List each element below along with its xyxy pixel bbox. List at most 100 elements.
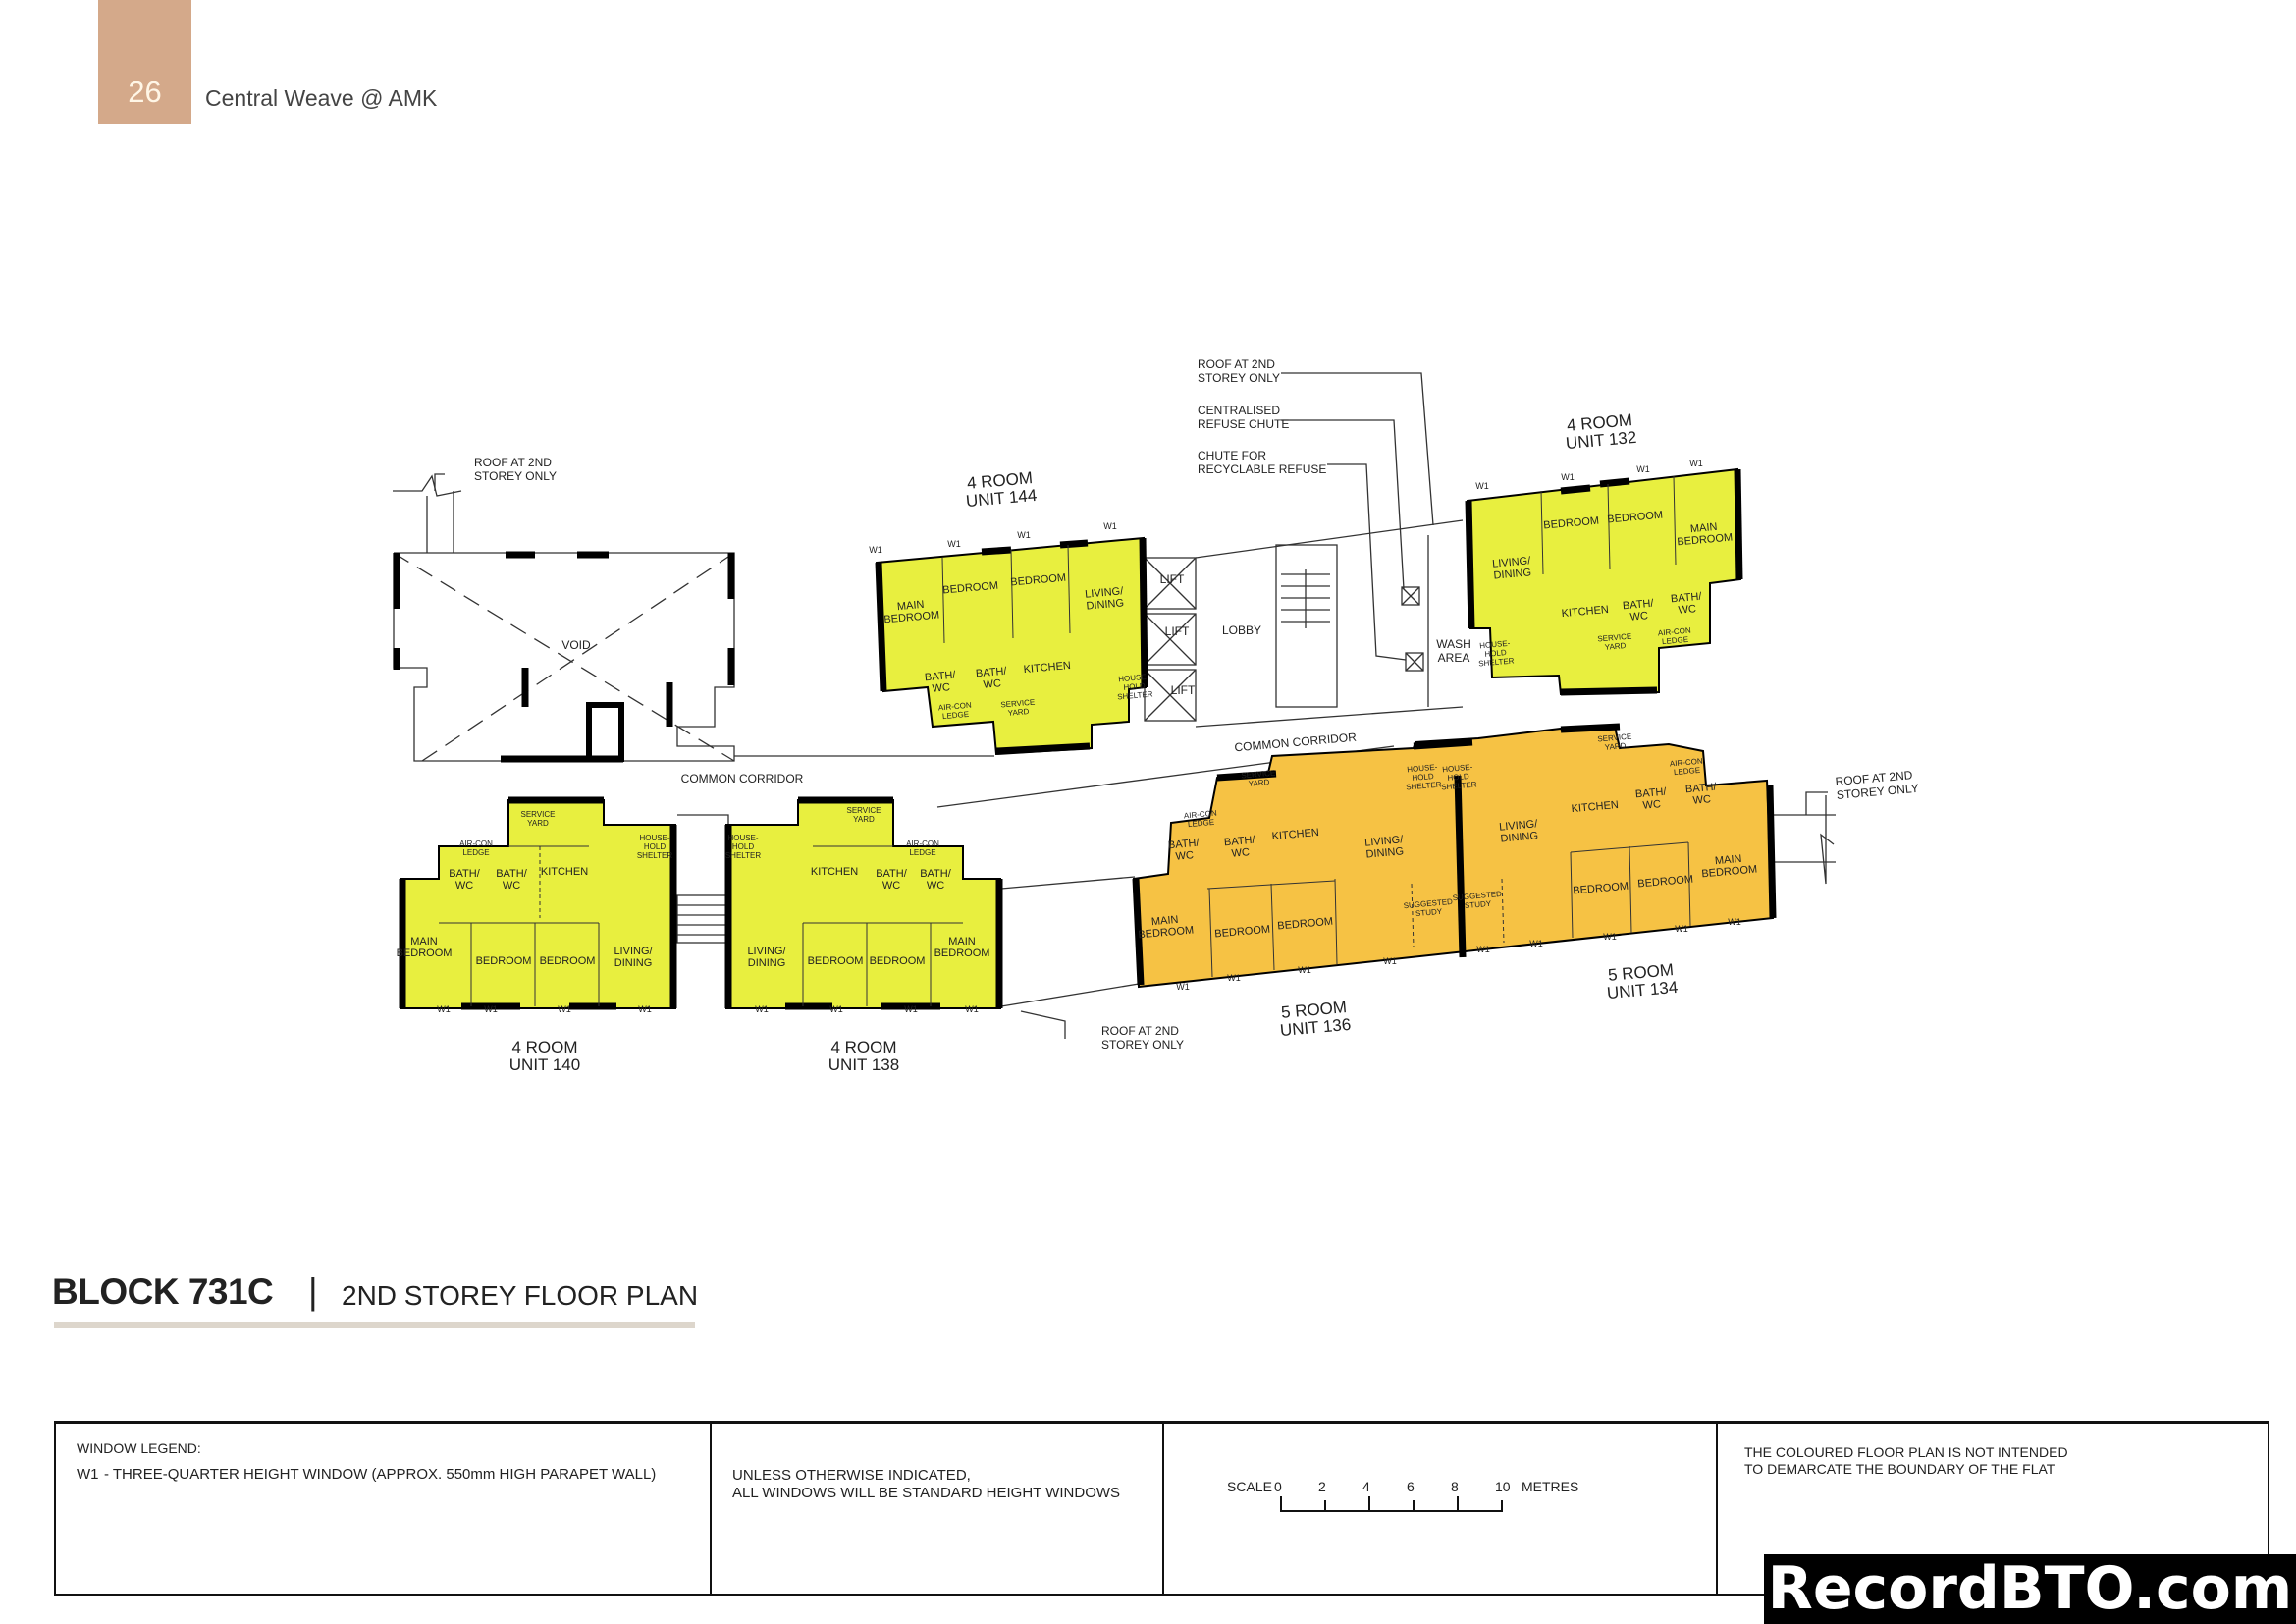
window-tag: W1 <box>904 1004 918 1014</box>
window-tag: W1 <box>558 1004 571 1014</box>
room-label: BATH/WC <box>1634 786 1668 813</box>
void-label: VOID <box>561 638 591 652</box>
room-label: BEDROOM <box>1214 924 1271 941</box>
room-label: BATH/WC <box>1223 835 1256 861</box>
window-tag: W1 <box>1227 973 1241 983</box>
void-area <box>393 474 735 762</box>
room-label: BATH/WC <box>1622 598 1655 624</box>
window-tag: W1 <box>1476 945 1490 954</box>
room-label: SUGGESTEDSTUDY <box>1403 897 1454 919</box>
room-label: BATH/WC <box>449 868 481 892</box>
room-label: LIVING/DINING <box>1499 818 1540 844</box>
page-number: 26 <box>128 75 162 109</box>
room-label: BATH/WC <box>924 670 957 696</box>
scale-tick <box>1457 1496 1459 1512</box>
room-label: LIVING/DINING <box>1492 555 1533 581</box>
room-label: SERVICEYARD <box>1000 698 1036 719</box>
window-tag: W1 <box>1636 464 1650 474</box>
room-label: BEDROOM <box>1607 510 1664 526</box>
window-tag: W1 <box>1475 481 1489 491</box>
window-tag: W1 <box>1017 530 1031 540</box>
scale-tick <box>1368 1496 1370 1512</box>
room-label: HOUSE-HOLDSHELTER <box>1115 672 1153 701</box>
room-label: BEDROOM <box>1637 874 1694 891</box>
room-label: SERVICEYARD <box>1597 632 1632 653</box>
room-label: BATH/WC <box>975 666 1008 692</box>
window-tag: W1 <box>947 539 961 549</box>
room-label: MAINBEDROOM <box>1676 520 1734 549</box>
room-label: KITCHEN <box>811 866 858 878</box>
unit-138 <box>724 796 1003 1010</box>
room-label: KITCHEN <box>541 866 588 878</box>
room-label: KITCHEN <box>1023 660 1071 676</box>
room-label: AIR-CONLEDGE <box>938 701 973 722</box>
scale-tick-label: 8 <box>1451 1479 1459 1494</box>
room-label: BEDROOM <box>870 955 926 967</box>
window-tag: W1 <box>1689 459 1703 468</box>
room-label: LIVING/DINING <box>1085 585 1126 612</box>
room-label: BEDROOM <box>1543 515 1600 532</box>
window-tag: W1 <box>1298 965 1311 975</box>
room-label: BEDROOM <box>540 955 596 967</box>
scale-unit: METRES <box>1522 1479 1579 1494</box>
room-label: BEDROOM <box>1277 916 1334 933</box>
window-tag: W1 <box>1176 982 1190 992</box>
watermark: RecordBTO.com <box>1764 1554 2296 1624</box>
lift-label: LIFT <box>1165 624 1190 638</box>
roof-annotation: ROOF AT 2NDSTOREY ONLY <box>1835 768 1919 802</box>
units-136-134 <box>1132 723 1777 989</box>
room-label: BATH/WC <box>1670 591 1703 618</box>
lift-shafts <box>1144 557 1197 722</box>
room-label: BATH/WC <box>920 868 952 892</box>
scale-tick-label: 2 <box>1318 1479 1326 1494</box>
window-tag: W1 <box>1103 521 1117 531</box>
scale-tick-label: 4 <box>1362 1479 1370 1494</box>
room-label: BATH/WC <box>1167 838 1201 864</box>
window-note: UNLESS OTHERWISE INDICATED, ALL WINDOWS … <box>732 1467 1121 1501</box>
window-tag: W1 <box>1529 939 1543 948</box>
disclaimer: THE COLOURED FLOOR PLAN IS NOT INTENDED … <box>1744 1444 2068 1477</box>
window-tag: W1 <box>1728 917 1741 927</box>
room-label: BATH/WC <box>496 868 528 892</box>
room-label: BEDROOM <box>1010 572 1067 589</box>
window-tag: W1 <box>869 545 882 555</box>
room-label: BEDROOM <box>476 955 532 967</box>
unit-140 <box>399 796 677 1010</box>
room-label: KITCHEN <box>1561 604 1609 620</box>
room-label: LIVING/DINING <box>1364 834 1406 860</box>
room-label: AIR-CONLEDGE <box>1670 757 1704 778</box>
lobby-label: LOBBY <box>1222 623 1261 637</box>
window-tag: W1 <box>755 1004 769 1014</box>
scale-label: SCALE <box>1227 1479 1272 1494</box>
unit-144 <box>875 536 1148 756</box>
window-legend-code: W1 <box>77 1466 99 1483</box>
room-label: BATH/WC <box>876 868 908 892</box>
room-label: AIR-CONLEDGE <box>1184 809 1218 830</box>
unit-title: 4 ROOMUNIT 132 <box>1564 410 1637 453</box>
room-label: SERVICEYARD <box>1241 769 1276 789</box>
title-underline <box>54 1322 695 1328</box>
stair <box>676 814 729 944</box>
scale-bar-line <box>1280 1510 1503 1512</box>
scale-tick <box>1324 1500 1326 1512</box>
common-corridor-label: COMMON CORRIDOR <box>681 772 804 785</box>
title-separator: | <box>308 1272 318 1312</box>
divider <box>1162 1424 1164 1594</box>
room-label: MAINBEDROOM <box>1137 913 1195 942</box>
window-tag: W1 <box>1561 472 1575 482</box>
room-label: KITCHEN <box>1271 827 1319 842</box>
room-label: SUGGESTEDSTUDY <box>1452 890 1503 911</box>
room-label: MAINBEDROOM <box>1700 852 1758 881</box>
